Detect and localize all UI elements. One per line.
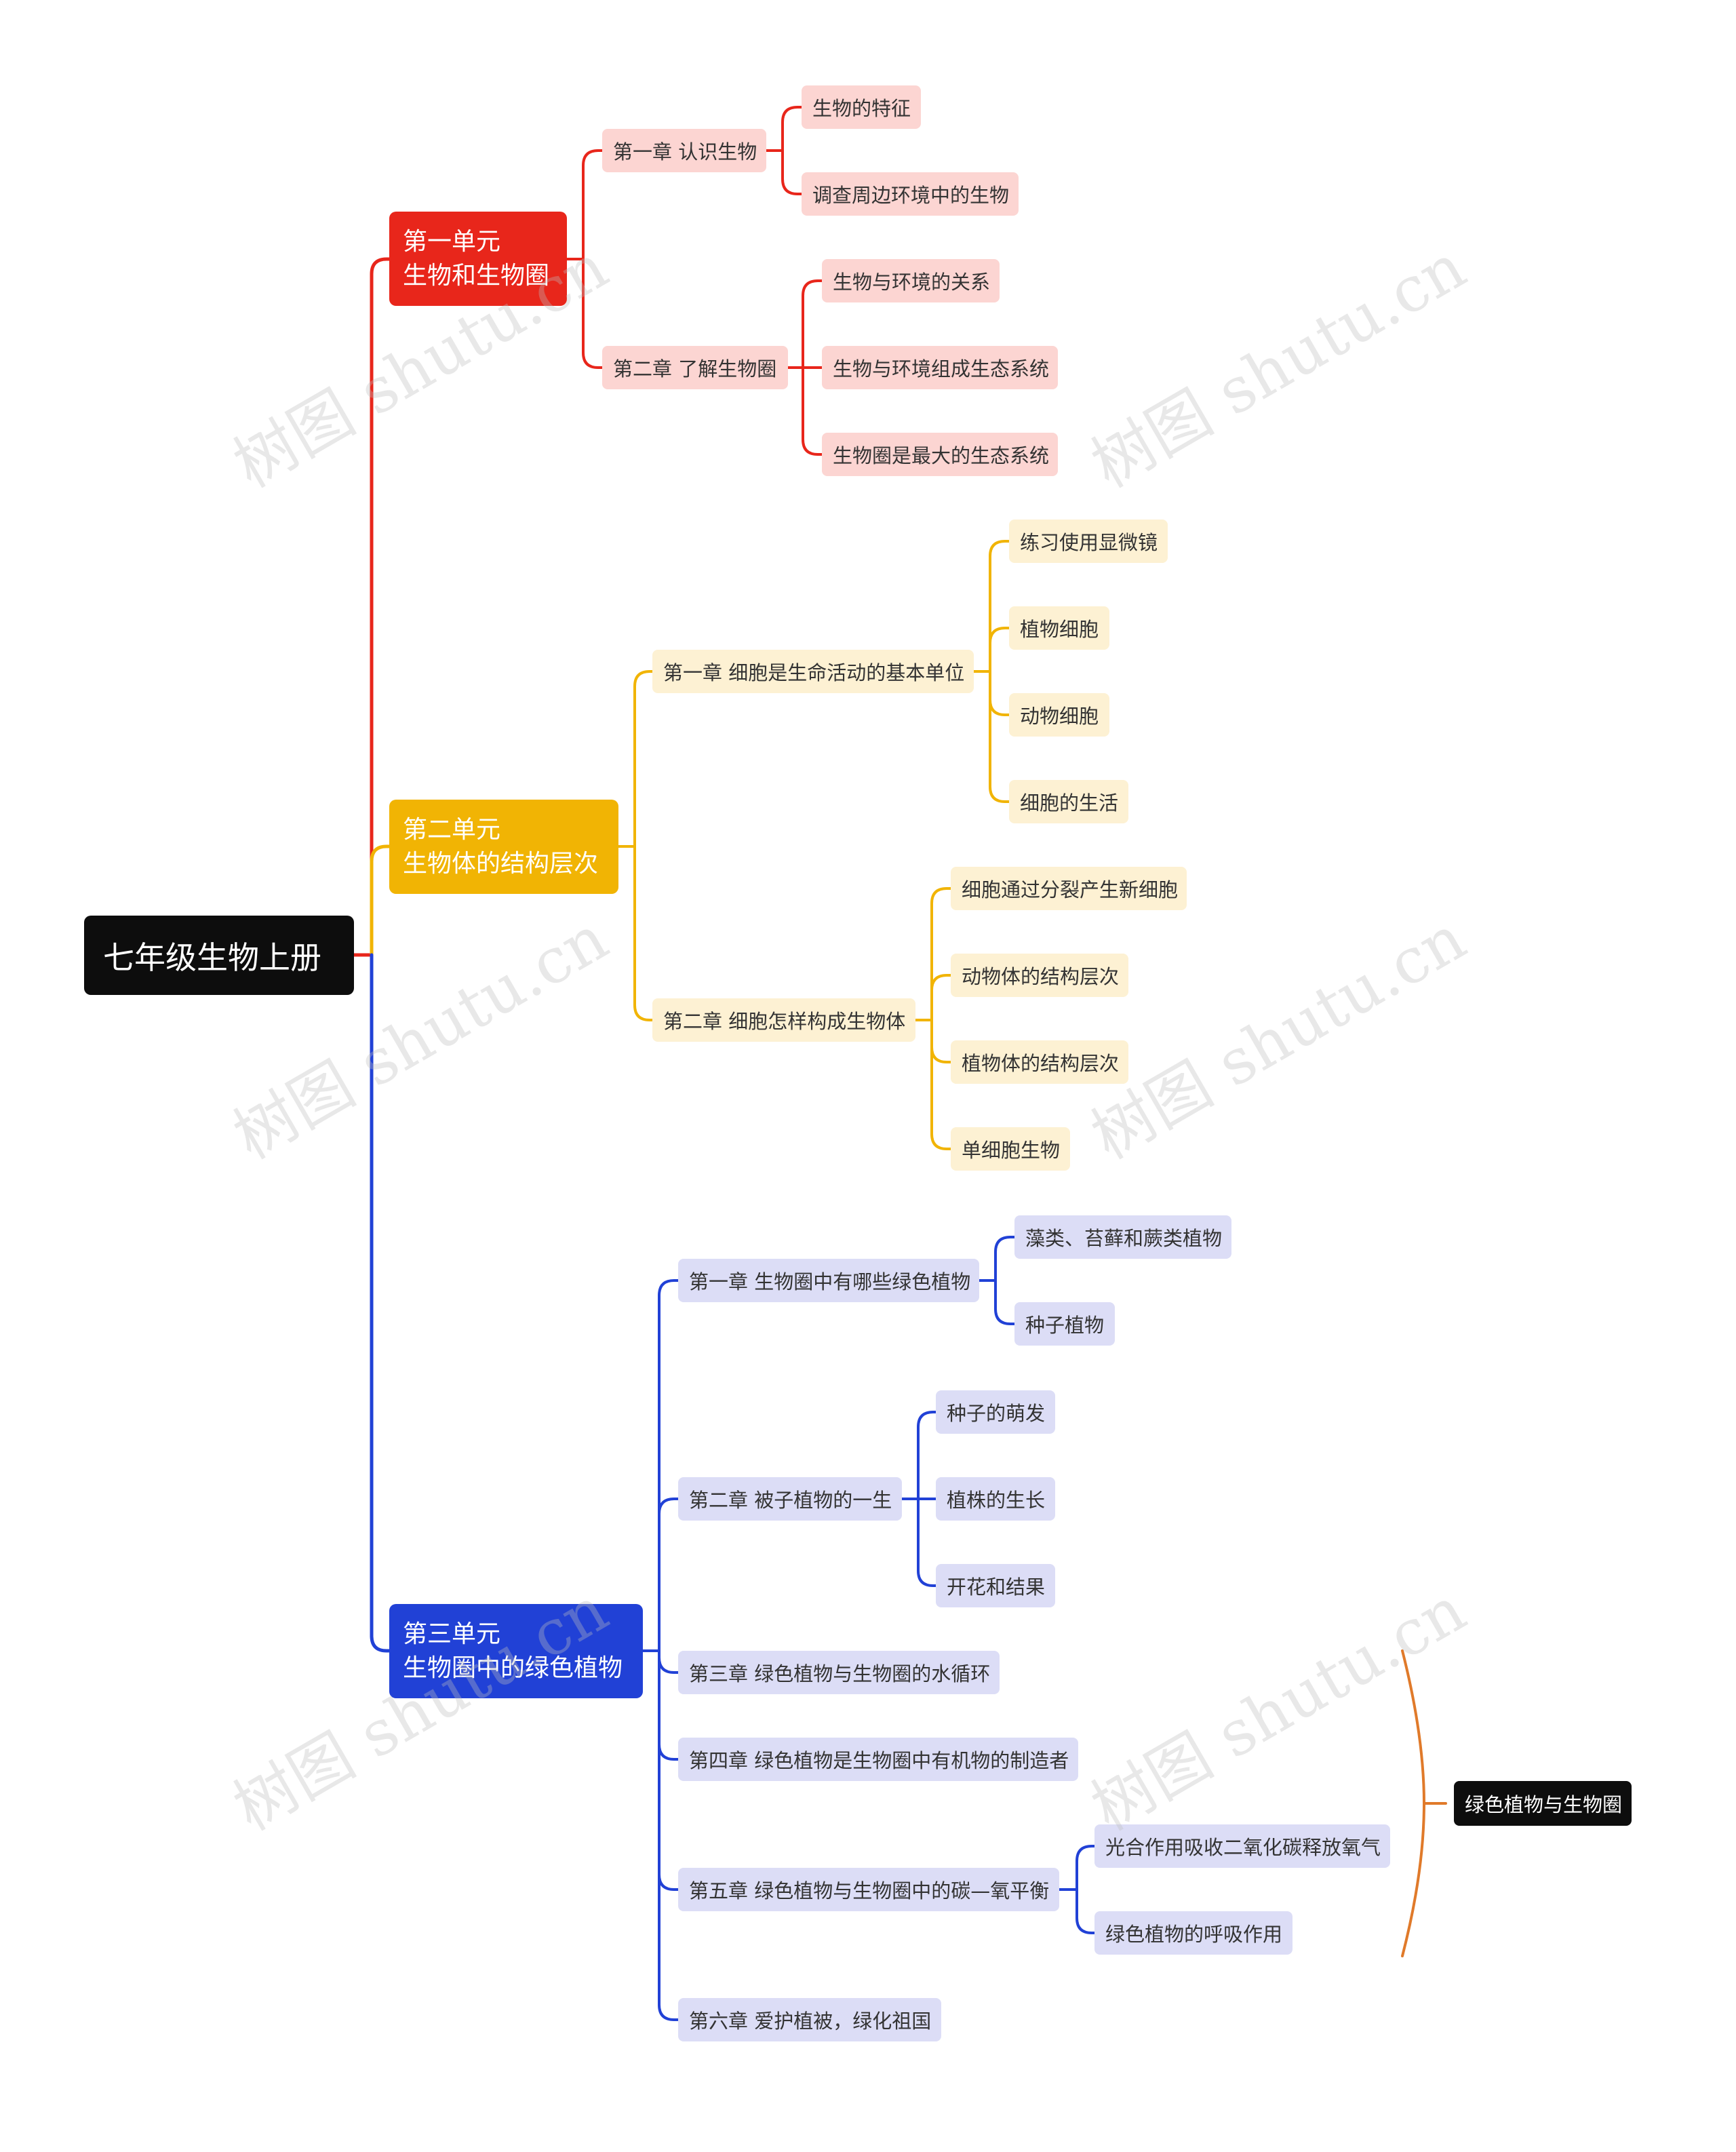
unit-3-link-1 [658, 1498, 679, 1652]
ch-3-1-link-1 [994, 1279, 1016, 1325]
summary-brace [1401, 1649, 1426, 1957]
topic-2-1-3[interactable]: 动物细胞 [1009, 693, 1109, 737]
chapter-2-2[interactable]: 第二章 细胞怎样构成生物体 [652, 998, 915, 1042]
ch-3-2-link-0 [917, 1411, 937, 1500]
chapter-3-2[interactable]: 第二章 被子植物的一生 [678, 1477, 902, 1521]
ch-2-2-link-2 [930, 1019, 952, 1063]
chapter-1-2[interactable]: 第二章 了解生物圈 [602, 346, 788, 389]
unit-3-line1: 第三单元 [403, 1620, 501, 1648]
unit-3-node[interactable]: 第三单元 生物圈中的绿色植物 [389, 1604, 643, 1698]
ch-2-2-link-1 [930, 974, 952, 1021]
topic-2-1-4[interactable]: 细胞的生活 [1009, 780, 1128, 823]
topic-1-2-1[interactable]: 生物与环境的关系 [822, 259, 1000, 302]
unit-2-link-0 [633, 670, 654, 848]
unit-3-link-2 [658, 1649, 679, 1674]
ch-2-1-link-0 [989, 540, 1010, 673]
ch-1-2-link-2 [802, 366, 823, 456]
chapter-3-3[interactable]: 第三章 绿色植物与生物圈的水循环 [678, 1651, 1000, 1694]
unit-2-line2: 生物体的结构层次 [403, 849, 599, 878]
topic-1-1-1[interactable]: 生物的特征 [802, 85, 921, 129]
unit-1-line2: 生物和生物圈 [403, 261, 550, 290]
ch-1-2-link-0 [802, 279, 823, 369]
topic-3-2-1[interactable]: 种子的萌发 [936, 1390, 1055, 1434]
ch-3-2-link-2 [917, 1498, 937, 1587]
ch-3-5-link-0 [1076, 1845, 1096, 1891]
ch-2-1-link-2 [989, 670, 1010, 716]
topic-3-5-1[interactable]: 光合作用吸收二氧化碳释放氧气 [1094, 1824, 1390, 1868]
unit-3-link-4 [658, 1649, 679, 1891]
unit-1-link-0 [582, 149, 604, 260]
chapter-1-1[interactable]: 第一章 认识生物 [602, 129, 766, 172]
chapter-3-4[interactable]: 第四章 绿色植物是生物圈中有机物的制造者 [678, 1738, 1078, 1781]
ch-3-1-link-0 [994, 1236, 1016, 1282]
topic-1-2-2[interactable]: 生物与环境组成生态系统 [822, 346, 1058, 389]
topic-3-2-3[interactable]: 开花和结果 [936, 1564, 1055, 1607]
unit-3-link-5 [658, 1649, 679, 2021]
unit-2-line1: 第二单元 [403, 815, 501, 844]
root-node[interactable]: 七年级生物上册 [84, 916, 354, 995]
chapter-2-1[interactable]: 第一章 细胞是生命活动的基本单位 [652, 650, 974, 693]
root-to-unit-1 [370, 257, 391, 957]
ch-2-1-link-1 [989, 627, 1010, 673]
topic-1-2-3[interactable]: 生物圈是最大的生态系统 [822, 433, 1058, 476]
unit-1-node[interactable]: 第一单元 生物和生物圈 [389, 212, 567, 306]
ch-2-1-link-3 [989, 670, 1010, 803]
root-to-unit-3 [370, 953, 391, 1653]
topic-3-5-2[interactable]: 绿色植物的呼吸作用 [1094, 1911, 1293, 1955]
topic-2-2-2[interactable]: 动物体的结构层次 [951, 954, 1128, 997]
root-to-unit-2 [370, 844, 391, 957]
ch-2-2-link-0 [930, 887, 952, 1021]
topic-3-2-2[interactable]: 植株的生长 [936, 1477, 1055, 1521]
unit-3-line2: 生物圈中的绿色植物 [403, 1654, 623, 1682]
ch-2-2-link-3 [930, 1019, 952, 1150]
topic-2-1-1[interactable]: 练习使用显微镜 [1009, 520, 1168, 563]
unit-2-node[interactable]: 第二单元 生物体的结构层次 [389, 800, 618, 894]
topic-2-2-3[interactable]: 植物体的结构层次 [951, 1040, 1128, 1084]
ch-1-1-link-0 [781, 106, 803, 152]
topic-2-2-1[interactable]: 细胞通过分裂产生新细胞 [951, 867, 1187, 910]
summary-node[interactable]: 绿色植物与生物圈 [1454, 1781, 1632, 1826]
topic-3-1-2[interactable]: 种子植物 [1014, 1302, 1115, 1346]
chapter-3-5[interactable]: 第五章 绿色植物与生物圈中的碳—氧平衡 [678, 1868, 1059, 1911]
chapter-3-6[interactable]: 第六章 爱护植被，绿化祖国 [678, 1998, 941, 2041]
topic-1-1-2[interactable]: 调查周边环境中的生物 [802, 172, 1019, 216]
ch-3-5-link-1 [1076, 1888, 1096, 1934]
topic-3-1-1[interactable]: 藻类、苔藓和蕨类植物 [1014, 1215, 1231, 1259]
unit-2-link-1 [633, 845, 654, 1021]
chapter-3-1[interactable]: 第一章 生物圈中有哪些绿色植物 [678, 1259, 979, 1302]
unit-1-link-1 [582, 258, 604, 369]
topic-2-1-2[interactable]: 植物细胞 [1009, 606, 1109, 650]
ch-1-1-link-1 [781, 149, 803, 195]
unit-1-line1: 第一单元 [403, 227, 501, 256]
topic-2-2-4[interactable]: 单细胞生物 [951, 1127, 1070, 1171]
unit-3-link-0 [658, 1279, 679, 1652]
